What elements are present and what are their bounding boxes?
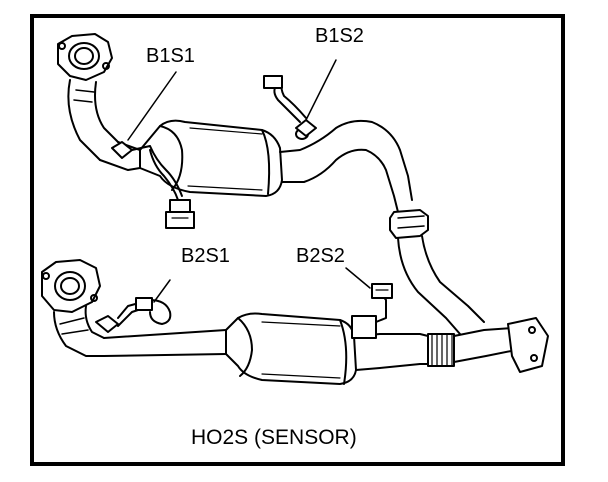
b2s1-sensor [95,297,172,333]
bank1-tailpipe [397,235,485,335]
bank1-converter [139,119,283,197]
label-b1s2: B1S2 [315,25,364,47]
b1s1-sensor [111,141,195,229]
label-b1s1: B1S1 [146,45,195,67]
outlet-flange [507,317,549,373]
b2s2-leader-line [345,267,371,289]
label-b2s1: B2S1 [181,245,230,267]
b2s1-leader-line [153,279,171,303]
bank2-tailpipe [453,327,517,363]
bank2-converter [225,312,357,385]
bank1-midpipe [279,119,413,213]
b1s2-sensor [263,75,317,137]
bank2-flex-joint [427,333,455,367]
bank1-flange [57,33,113,81]
diagram-frame [30,14,565,466]
b1s1-leader-line [127,71,177,141]
caption: HO2S (SENSOR) [191,426,357,449]
bank2-pipe [103,329,227,357]
b2s2-sensor [351,283,393,339]
b1s2-leader-line [305,59,337,121]
bank2-midpipe [353,333,429,371]
bank1-clamp [389,209,429,239]
bank2-downpipe [53,305,105,357]
bank1-downpipe [67,79,141,171]
bank2-flange [41,259,101,313]
label-b2s2: B2S2 [296,245,345,267]
